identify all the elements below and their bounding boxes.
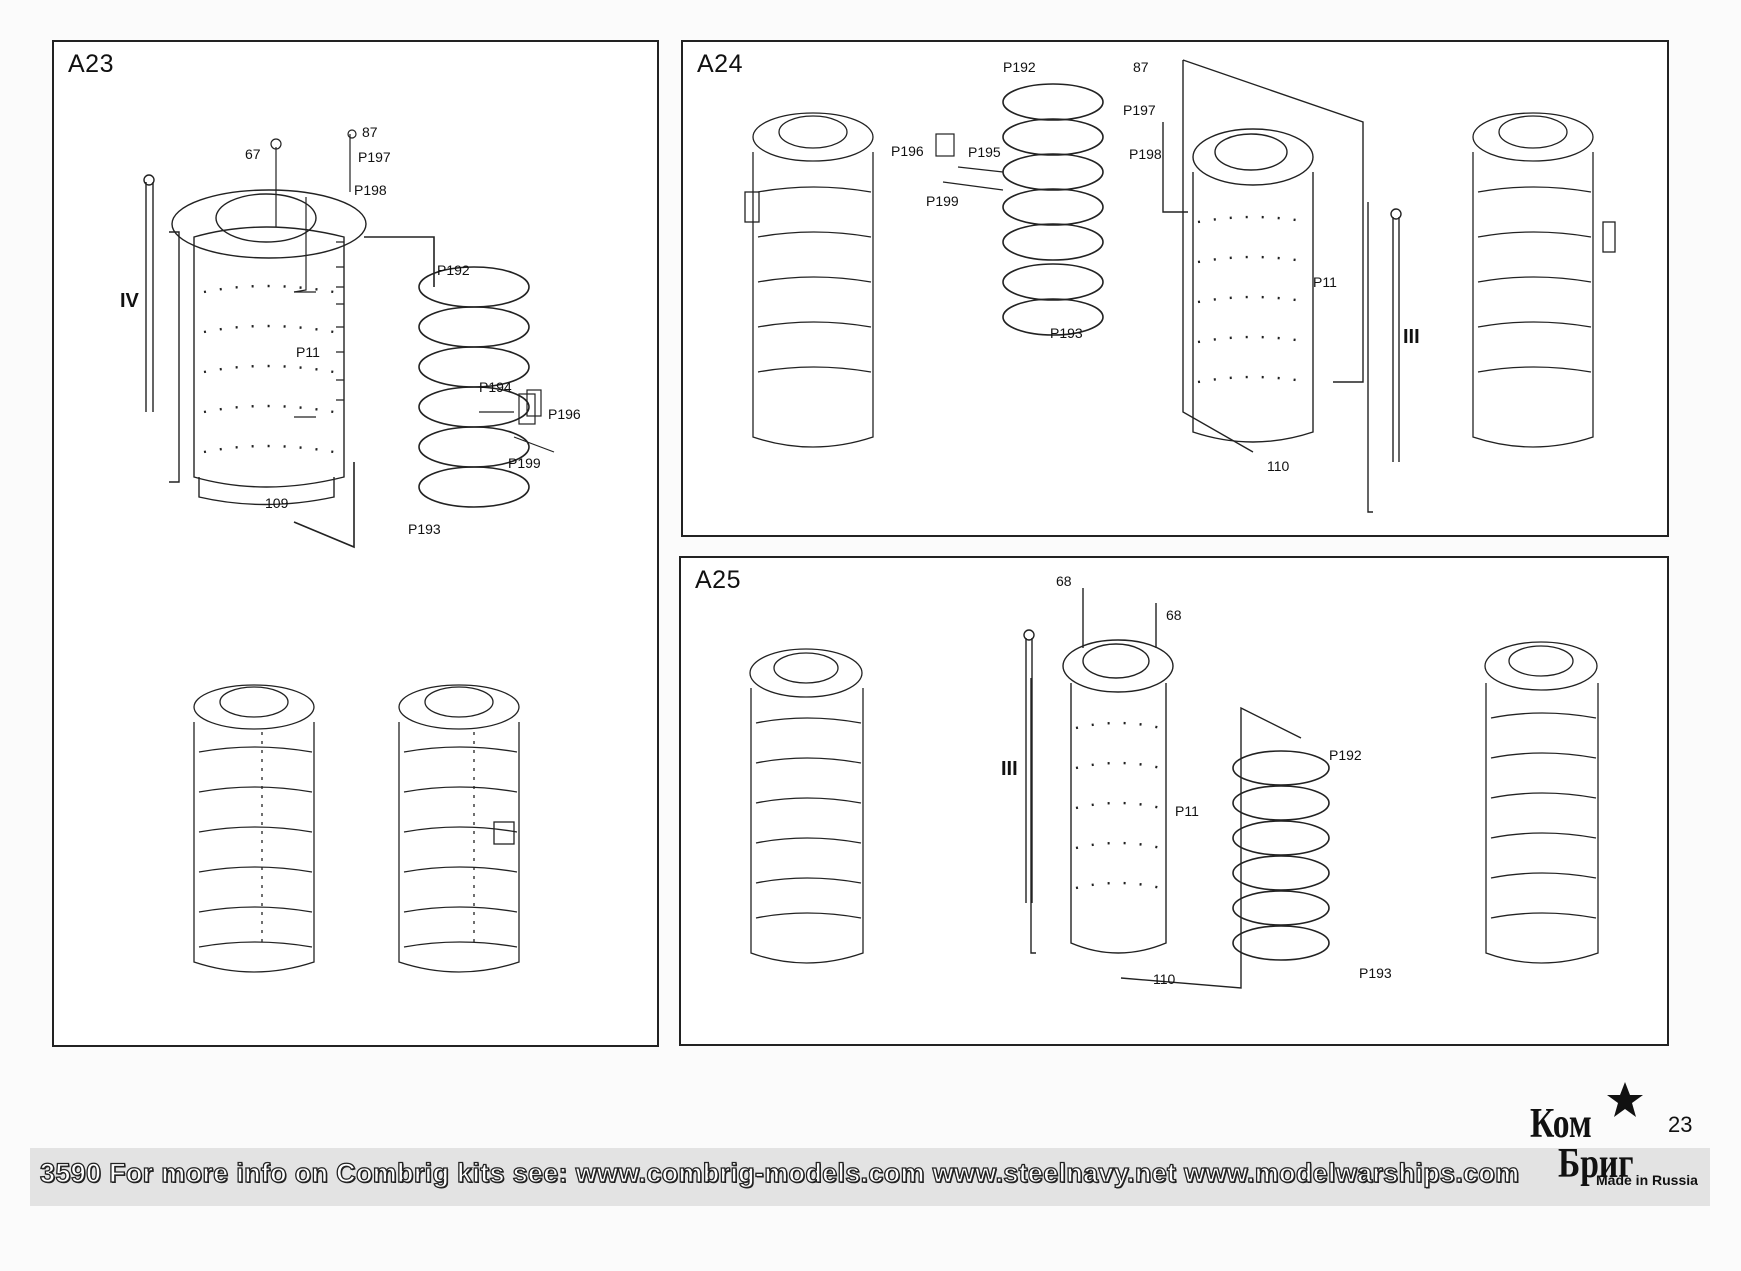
step-a23: A23 <box>52 40 659 1047</box>
funnel-body <box>1062 588 1302 989</box>
label-68-right: 68 <box>1166 607 1182 623</box>
logo-top-text: Ком <box>1530 1101 1592 1147</box>
page-number: 23 <box>1668 1112 1693 1137</box>
label-roman-iii: III <box>1001 758 1018 780</box>
platform-part <box>935 133 1004 191</box>
label-68-left: 68 <box>1056 573 1072 589</box>
label-p194: P194 <box>479 379 512 395</box>
label-110: 110 <box>1267 458 1290 474</box>
combrig-logo: Ком Бриг <box>1520 1080 1670 1190</box>
assembled-funnel-right <box>1472 112 1616 448</box>
label-p197: P197 <box>1123 102 1156 118</box>
label-p199: P199 <box>508 455 541 471</box>
label-p197: P197 <box>358 149 391 165</box>
step-a25: A25 <box>679 556 1669 1046</box>
assembled-funnel-right <box>1484 641 1599 964</box>
made-in-text: Made in Russia <box>1596 1172 1698 1188</box>
steam-pipe <box>1367 202 1402 513</box>
label-p11: P11 <box>1175 803 1199 819</box>
label-roman-iv: IV <box>120 290 140 312</box>
label-roman-iii: III <box>1403 326 1420 348</box>
assembled-funnel-left <box>193 684 315 973</box>
a24-drawing: P192 87 P197 P198 P196 P195 P199 P193 P1… <box>744 59 1616 513</box>
label-p193: P193 <box>1050 325 1083 341</box>
step-title: A23 <box>68 50 114 78</box>
label-p199: P199 <box>926 193 959 209</box>
label-p198: P198 <box>354 182 387 198</box>
assembled-funnel-left <box>744 112 874 448</box>
label-87: 87 <box>362 124 378 140</box>
label-p193: P193 <box>408 521 441 537</box>
label-110: 110 <box>1153 971 1176 987</box>
logo-bottom-text: Бриг <box>1558 1141 1634 1187</box>
step-a24: A24 <box>681 40 1669 537</box>
label-p196: P196 <box>891 143 924 159</box>
funnel-body <box>171 189 367 506</box>
label-p195: P195 <box>968 144 1001 160</box>
a23-drawing: 87 67 P197 P198 P192 IV P11 P194 P196 P1… <box>120 124 581 973</box>
star-icon <box>1607 1082 1643 1117</box>
footer-info-text: 3590 For more info on Combrig kits see: … <box>39 1157 1520 1188</box>
label-p192: P192 <box>437 262 470 278</box>
step-title: A25 <box>695 566 741 594</box>
funnel-body <box>1162 59 1364 453</box>
label-109: 109 <box>265 495 289 511</box>
bracket-column <box>294 241 344 418</box>
steam-pipe <box>143 174 180 483</box>
steam-pipe <box>1023 629 1036 954</box>
platform-part <box>479 389 555 453</box>
label-p193: P193 <box>1359 965 1392 981</box>
label-87: 87 <box>1133 59 1149 75</box>
a25-drawing: 68 68 III P11 P192 P193 110 <box>749 573 1599 989</box>
label-67: 67 <box>245 146 261 162</box>
spiral-rail <box>293 236 530 549</box>
label-p196: P196 <box>548 406 581 422</box>
step-title: A24 <box>697 50 743 78</box>
assembled-funnel-right <box>398 684 520 973</box>
label-p192: P192 <box>1003 59 1036 75</box>
label-p192: P192 <box>1329 747 1362 763</box>
label-p198: P198 <box>1129 146 1162 162</box>
assembled-funnel-left <box>749 648 864 964</box>
spiral-rail <box>1002 83 1104 336</box>
label-p11: P11 <box>1313 274 1337 290</box>
footer-band <box>30 1148 1710 1206</box>
whistle-parts <box>270 129 357 293</box>
label-p11: P11 <box>296 344 320 360</box>
spiral-rail <box>1232 750 1330 961</box>
